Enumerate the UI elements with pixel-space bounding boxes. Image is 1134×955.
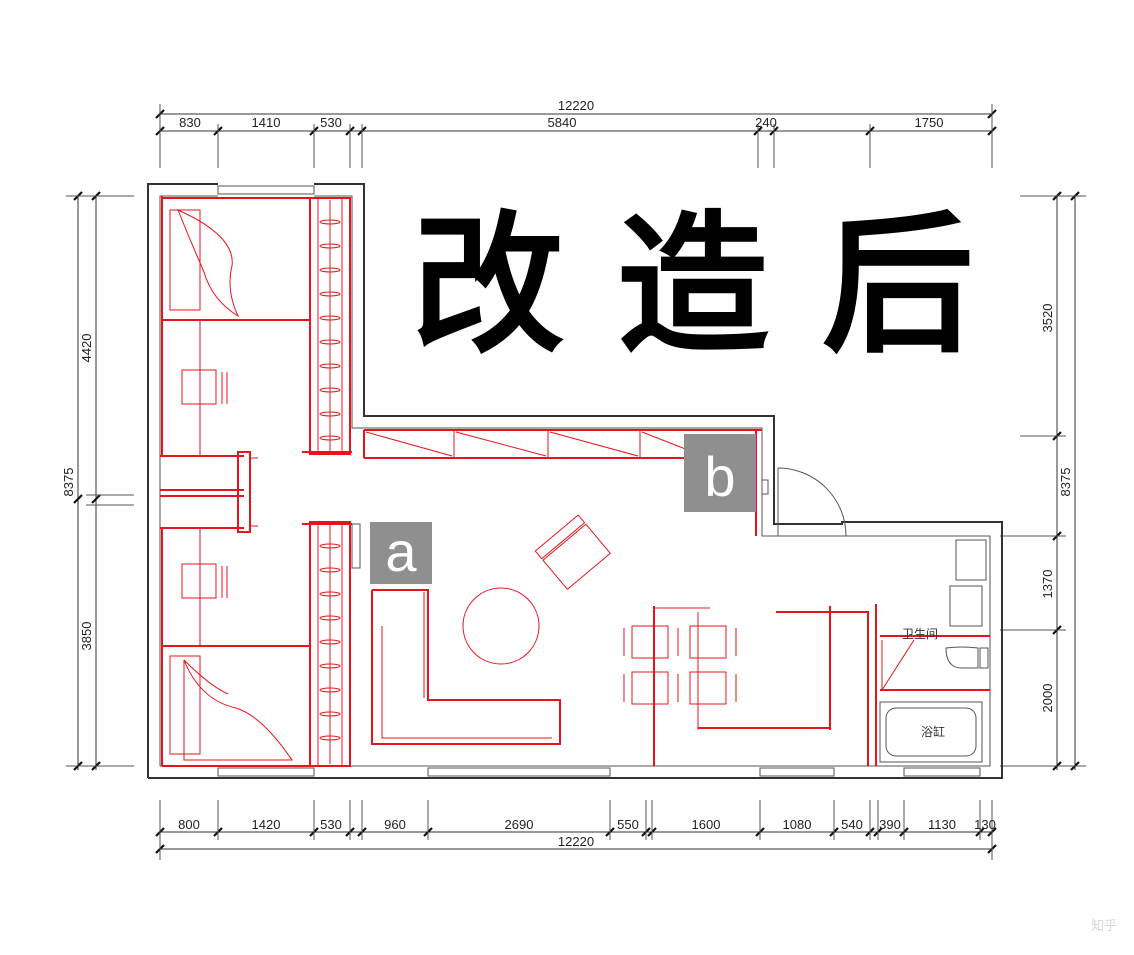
dim-bottom-2: 1420 (252, 817, 281, 832)
middle-partition (160, 451, 258, 533)
dim-bottom-12: 130 (974, 817, 996, 832)
marker-a: a (370, 520, 432, 584)
top-bedroom (161, 196, 350, 456)
dim-right-1: 3520 (1040, 304, 1055, 333)
dim-top-1: 830 (179, 115, 201, 130)
top-dimensions: 12220 830 1410 530 5840 240 1750 (155, 98, 997, 168)
right-dimensions: 3520 8375 1370 2000 (1000, 191, 1086, 771)
dim-left-1: 4420 (79, 334, 94, 363)
dim-bottom-8: 1080 (783, 817, 812, 832)
bathtub-label: 浴缸 (921, 724, 945, 739)
dim-bottom-10: 390 (879, 817, 901, 832)
dim-bottom-7: 1600 (692, 817, 721, 832)
dim-bottom-total: 12220 (558, 834, 594, 849)
dim-bottom-11: 1130 (928, 817, 956, 832)
walls (147, 183, 1003, 779)
dim-bottom-3: 530 (320, 817, 342, 832)
dim-left-total: 8375 (61, 468, 76, 497)
bottom-wardrobe (302, 521, 361, 767)
watermark: 知乎 (1091, 918, 1117, 934)
bottom-dimensions: 800 1420 530 960 2690 550 1600 1080 540 … (155, 800, 997, 860)
entry-door (777, 467, 847, 537)
dim-left-2: 3850 (79, 622, 94, 651)
dim-bottom-5: 2690 (505, 817, 534, 832)
dim-top-5: 240 (755, 115, 777, 130)
page-title: 改 造 后 (412, 197, 974, 374)
marker-b-label: b (704, 445, 735, 508)
bottom-bedroom (161, 528, 350, 767)
dim-top-total: 12220 (558, 98, 594, 113)
dim-bottom-4: 960 (384, 817, 406, 832)
dim-right-total: 8375 (1058, 468, 1073, 497)
dim-top-2: 1410 (252, 115, 281, 130)
dim-bottom-6: 550 (617, 817, 639, 832)
left-dimensions: 8375 4420 3850 (61, 191, 134, 771)
bathroom-label: 卫生间 (902, 627, 938, 641)
dim-top-4: 5840 (548, 115, 577, 130)
marker-b: b (684, 434, 756, 512)
dim-bottom-9: 540 (841, 817, 863, 832)
dim-top-6: 1750 (915, 115, 944, 130)
dining-area (623, 604, 877, 766)
bathroom: 卫生间 浴缸 (879, 539, 990, 763)
dim-right-3: 2000 (1040, 684, 1055, 713)
dim-top-3: 530 (320, 115, 342, 130)
top-wardrobe (302, 197, 352, 455)
dim-right-2: 1370 (1040, 570, 1055, 599)
dim-bottom-1: 800 (178, 817, 200, 832)
marker-a-label: a (385, 520, 417, 583)
renovation-markup: 卫生间 浴缸 (160, 196, 990, 767)
living-room (371, 514, 612, 745)
